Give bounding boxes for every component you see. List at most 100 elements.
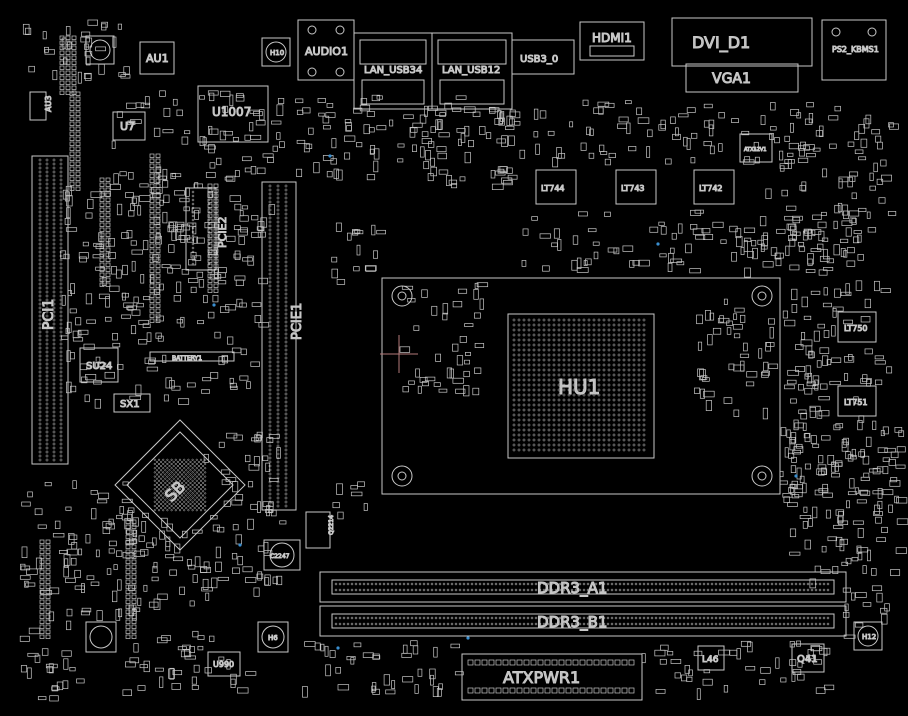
bga-ball: [587, 413, 591, 417]
bga-ball: [532, 448, 536, 452]
pci-pin: [38, 342, 42, 346]
bga-ball: [557, 438, 561, 442]
bga-ball: [517, 443, 521, 447]
dimm-pin: [806, 588, 810, 592]
header-pin: [45, 584, 51, 589]
dimm-pin: [494, 588, 498, 592]
smd-pad: [795, 344, 804, 350]
dimm-pin: [758, 616, 762, 620]
pci-pin: [52, 406, 56, 410]
dimm-pin: [374, 622, 378, 626]
header-pin: [99, 187, 105, 192]
dimm-pin: [386, 616, 390, 620]
pci-pin: [38, 170, 42, 174]
pci-pin: [45, 230, 49, 234]
bga-ball: [204, 496, 207, 499]
smd-pad: [66, 321, 72, 333]
dimm-pin: [638, 588, 642, 592]
smd-pad: [144, 96, 150, 106]
pci-pin: [45, 226, 49, 230]
su24-label: SU24: [86, 361, 112, 372]
smd-pad: [161, 264, 171, 269]
bga-ball: [542, 428, 546, 432]
bga-ball: [532, 408, 536, 412]
smd-pad: [485, 132, 492, 139]
smd-pad: [246, 381, 251, 389]
header-pin: [149, 153, 155, 158]
bga-ball: [170, 496, 173, 499]
bga-ball: [181, 465, 184, 468]
dimm-pin: [698, 616, 702, 620]
dimm-pin: [666, 588, 670, 592]
smd-pad: [733, 333, 741, 339]
dimm-pin: [470, 588, 474, 592]
header-pin: [155, 263, 161, 268]
smd-pad: [740, 314, 746, 323]
bga-ball: [166, 479, 169, 482]
bga-ball: [166, 488, 169, 491]
dimm-pin: [734, 622, 738, 626]
dimm-pin: [714, 616, 718, 620]
smd-pad: [201, 389, 210, 394]
pcie-pin: [276, 188, 280, 192]
smd-pad: [786, 205, 797, 211]
bga-ball: [527, 428, 531, 432]
bga-ball: [637, 418, 641, 422]
dimm-pin: [818, 622, 822, 626]
u990-label: U990: [213, 660, 234, 669]
smd-pad: [882, 466, 889, 475]
dimm-pin: [706, 616, 710, 620]
pcie-pin: [276, 384, 280, 388]
bga-ball: [602, 318, 606, 322]
smd-pad: [723, 397, 733, 404]
bga-ball: [587, 333, 591, 337]
pcie-pin: [284, 208, 288, 212]
bga-ball: [164, 473, 167, 476]
smd-pad: [782, 310, 788, 319]
smd-pad: [136, 302, 144, 308]
pci-pin: [45, 318, 49, 322]
atx-pin: [565, 659, 572, 666]
dimm-pin: [542, 582, 546, 586]
dimm-pin: [698, 588, 702, 592]
smd-pad: [212, 294, 219, 303]
pcie-pin: [276, 472, 280, 476]
smd-pad: [421, 289, 428, 298]
smd-pad: [801, 181, 807, 192]
header-pin: [65, 50, 71, 55]
pci-pin: [59, 166, 63, 170]
pci-pin: [45, 286, 49, 290]
smd-pad: [141, 521, 147, 533]
header-pin: [39, 544, 45, 549]
smd-pad: [699, 369, 706, 381]
bga-ball: [642, 393, 646, 397]
bga-ball: [522, 443, 526, 447]
smd-pad: [658, 221, 665, 226]
dimm-pin: [774, 588, 778, 592]
bga-ball: [517, 413, 521, 417]
smd-pad: [116, 203, 123, 216]
smd-pad: [858, 156, 867, 161]
smd-pad: [399, 346, 411, 353]
bga-ball: [607, 333, 611, 337]
bga-ball: [607, 438, 611, 442]
smd-pad: [202, 137, 207, 145]
bga-ball: [622, 338, 626, 342]
via: [336, 646, 340, 650]
smd-pad: [452, 377, 464, 384]
dimm-pin: [482, 616, 486, 620]
bga-ball: [164, 507, 167, 510]
smd-pad: [799, 185, 806, 191]
dimm-pin: [514, 588, 518, 592]
bga-ball: [572, 398, 576, 402]
smd-pad: [259, 109, 265, 121]
smd-pad: [446, 367, 452, 379]
bga-ball: [176, 486, 179, 489]
bga-ball: [532, 398, 536, 402]
header-pin: [39, 579, 45, 584]
pci-pin: [52, 202, 56, 206]
bga-ball: [557, 328, 561, 332]
dimm-pin: [810, 582, 814, 586]
smd-pad: [52, 70, 58, 81]
pci-pin: [38, 366, 42, 370]
